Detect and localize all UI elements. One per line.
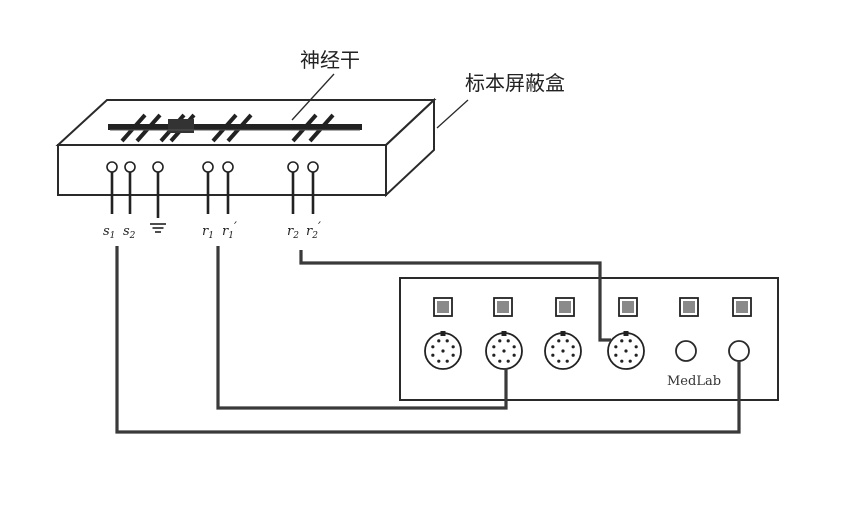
- panel-button: [732, 297, 752, 317]
- wire-r1-to-channel2: [216, 246, 508, 410]
- label-s2: s2: [123, 224, 136, 241]
- panel-button: [618, 297, 638, 317]
- medlab-instrument: MedLab: [399, 277, 779, 401]
- panel-button: [433, 297, 453, 317]
- wire-r2-to-channel4: [299, 250, 611, 342]
- terminal-post: [222, 161, 234, 214]
- terminal-post: [307, 161, 319, 214]
- output-jack-2: [728, 340, 750, 362]
- wires: [115, 246, 741, 434]
- nerve-trunk: [108, 113, 362, 143]
- specimen-shield-box: [55, 97, 437, 198]
- terminal-post: [152, 161, 164, 218]
- label-r1: r1: [202, 224, 214, 241]
- instrument-buttons: [433, 297, 752, 317]
- panel-button: [679, 297, 699, 317]
- label-r2: r2: [287, 224, 299, 241]
- terminal-posts: [106, 161, 319, 218]
- output-jack-1: [675, 340, 697, 362]
- terminal-post: [202, 161, 214, 214]
- label-s1: s1: [103, 224, 115, 241]
- shield-box-label: 标本屏蔽盒: [465, 71, 565, 95]
- ground-icon: [150, 223, 166, 233]
- channel-socket: [424, 331, 462, 370]
- instrument-sockets: [424, 331, 645, 370]
- wire-s1-to-output: [115, 246, 741, 434]
- nerve-trunk-label: 神经干: [300, 48, 360, 72]
- panel-button: [493, 297, 513, 317]
- terminal-post: [106, 161, 118, 214]
- electrode-labels: s1 s2 r1 r1′ r2 r2′: [103, 220, 321, 241]
- label-r1-prime: r1′: [222, 220, 237, 241]
- channel-socket: [607, 331, 645, 370]
- panel-button: [555, 297, 575, 317]
- callouts: 神经干 标本屏蔽盒: [291, 48, 565, 129]
- channel-socket: [485, 331, 523, 370]
- terminal-post: [287, 161, 299, 214]
- brand-label: MedLab: [667, 374, 721, 389]
- label-r2-prime: r2′: [306, 220, 321, 241]
- channel-socket: [544, 331, 582, 370]
- terminal-post: [124, 161, 136, 214]
